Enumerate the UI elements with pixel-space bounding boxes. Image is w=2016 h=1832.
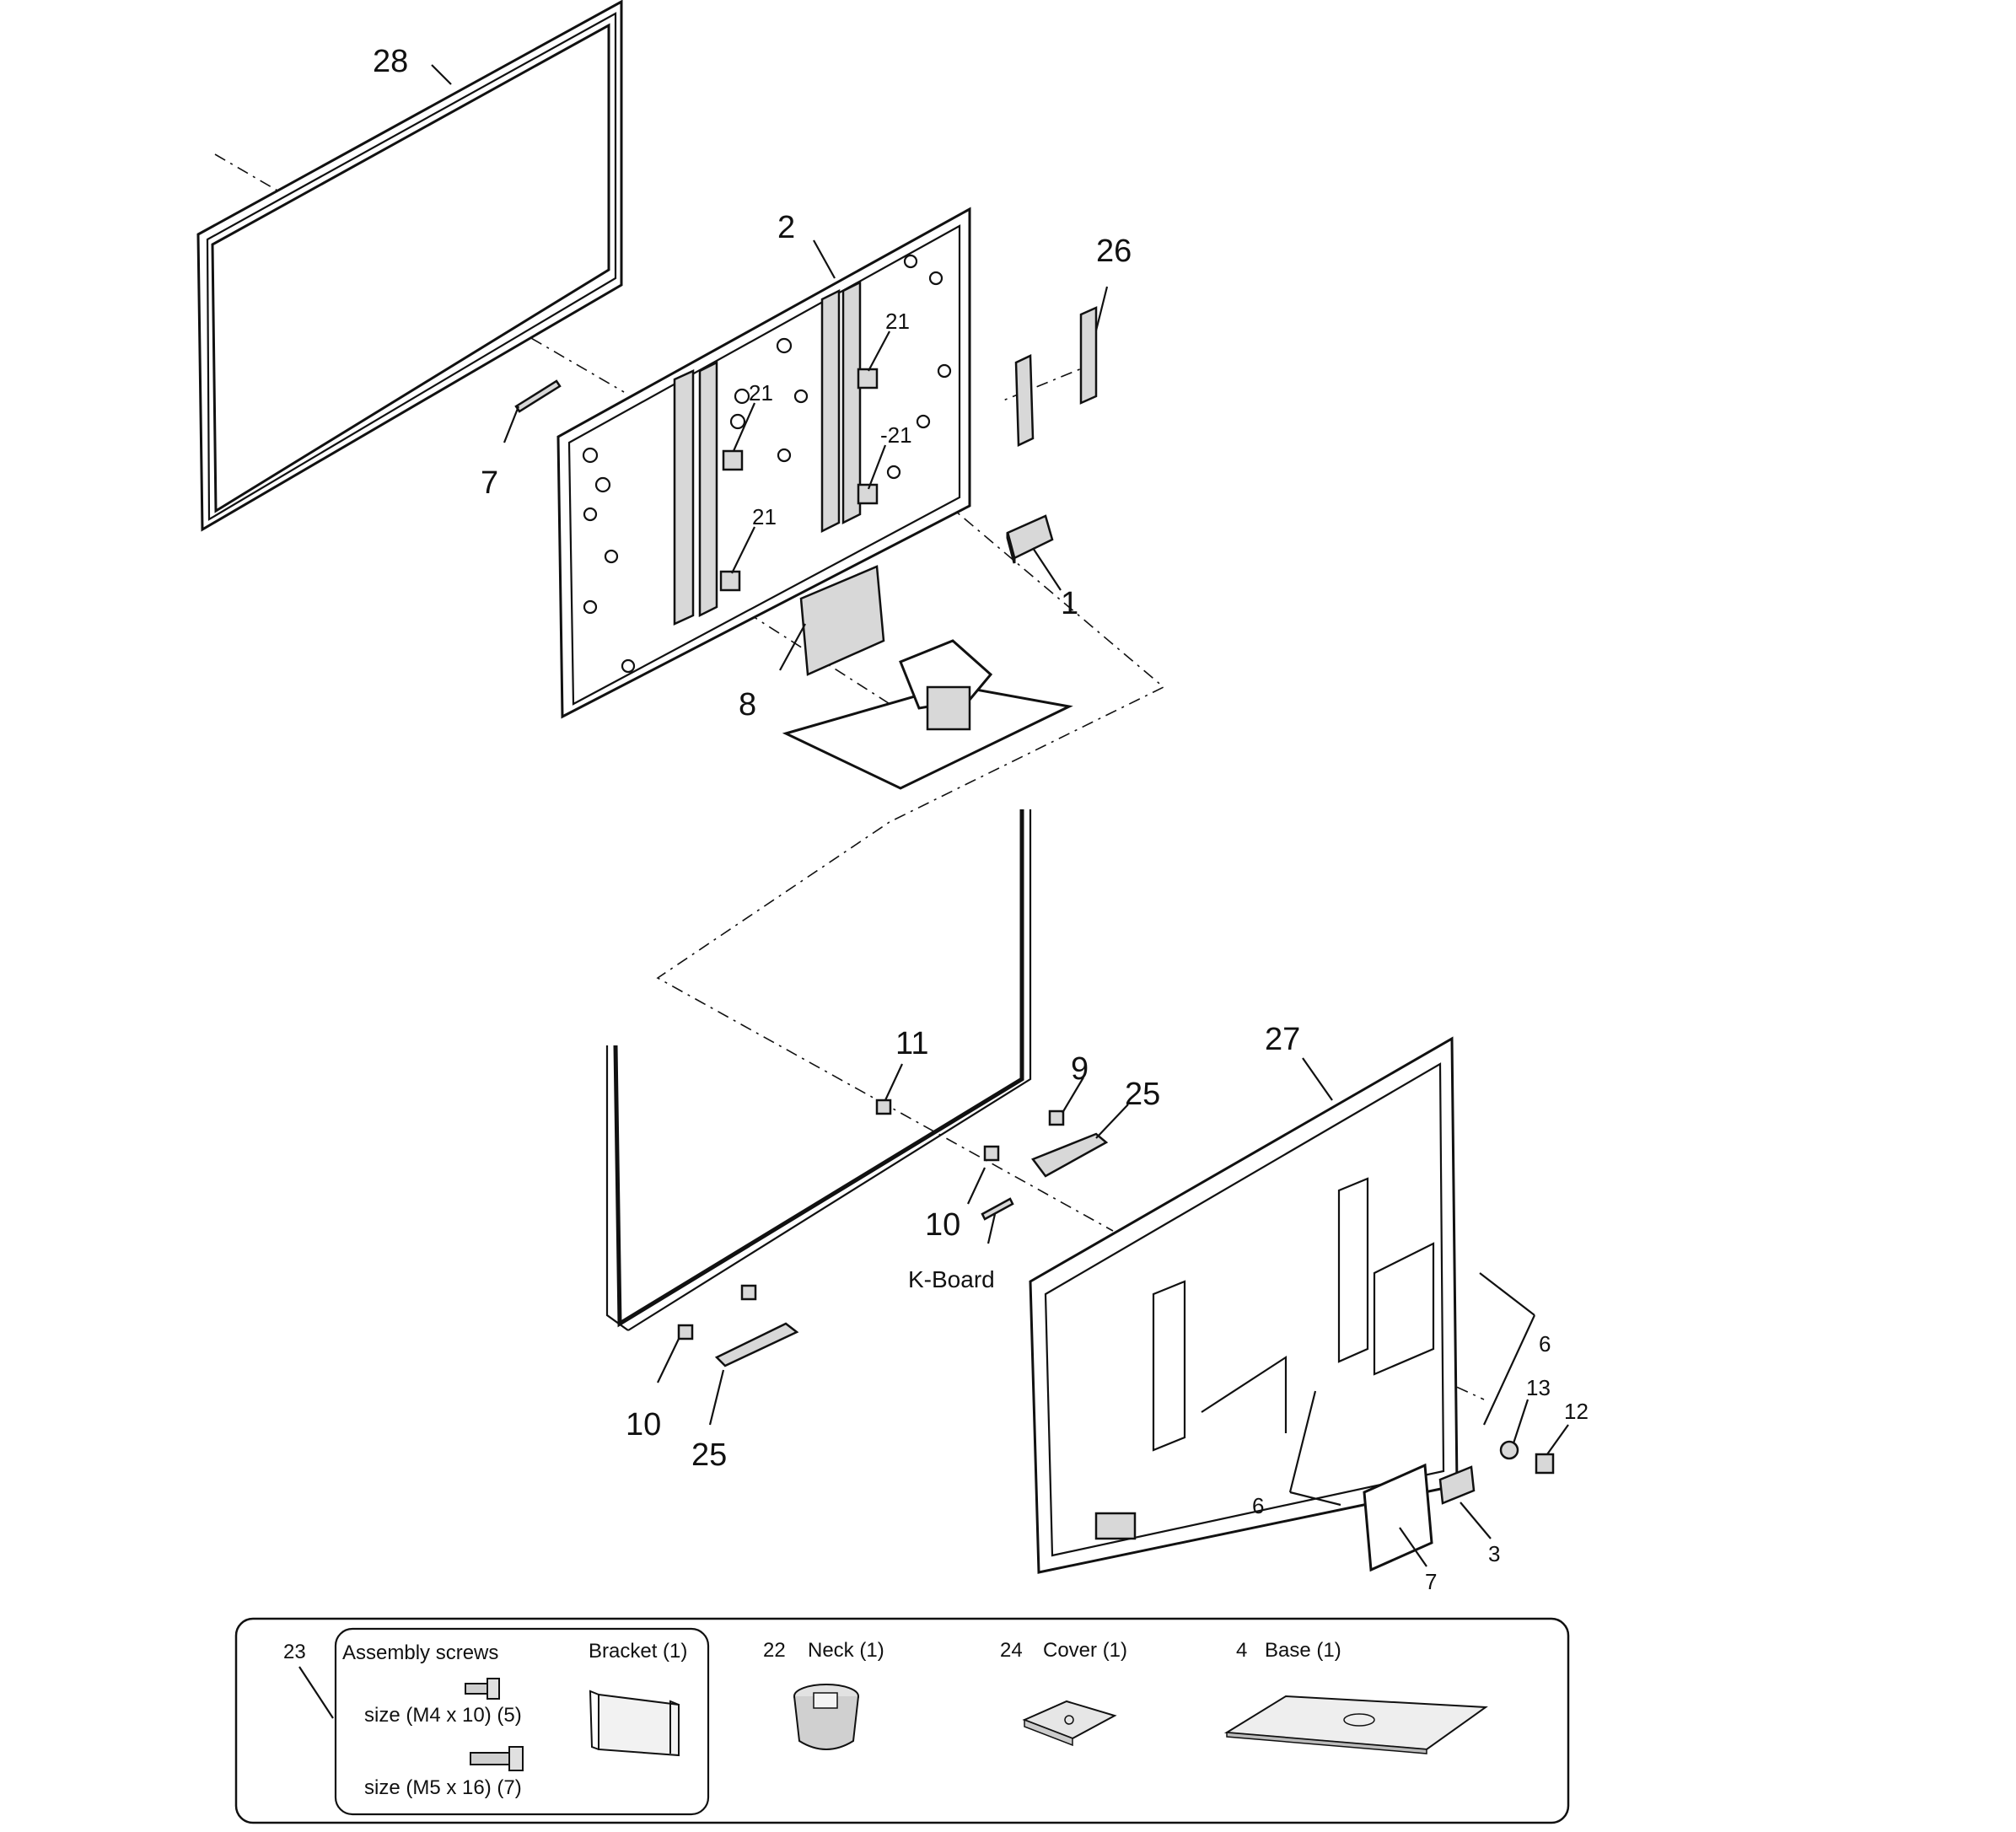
stand-assembly: [782, 639, 1073, 790]
assembly-screws-title: Assembly screws: [342, 1641, 498, 1664]
callout-12: 12: [1564, 1399, 1589, 1424]
callout-21: 21: [752, 504, 777, 529]
callout-1: 1: [1061, 586, 1078, 621]
screw-m4-icon: [465, 1678, 500, 1700]
callout-25: 25: [691, 1437, 727, 1473]
callout-21: 21: [885, 309, 910, 334]
bracket-icon: [589, 1690, 680, 1757]
callout-27: 27: [1265, 1022, 1300, 1057]
base-title: Base (1): [1265, 1639, 1341, 1662]
cover-title: Cover (1): [1043, 1639, 1127, 1662]
accessory-legend: 23 Assembly screws Bracket (1) size (M4 …: [234, 1617, 1570, 1824]
callout-28: 28: [373, 44, 408, 79]
rear-bezel-frame: [605, 809, 1109, 1367]
bracket-title: Bracket (1): [589, 1640, 687, 1663]
base-icon: [1223, 1695, 1488, 1754]
front-bezel-frame: [196, 0, 623, 532]
callout-7: 7: [481, 465, 498, 501]
neck-number: 22: [763, 1639, 786, 1662]
cover-part: [1006, 514, 1054, 564]
callout-6: 6: [1252, 1493, 1264, 1518]
callout-3: 3: [1488, 1541, 1500, 1566]
callout-8: 8: [739, 687, 756, 723]
neck-icon: [793, 1684, 859, 1750]
cover-icon: [1022, 1700, 1117, 1747]
side-bracket: [1014, 306, 1098, 447]
base-number: 4: [1236, 1639, 1247, 1662]
neck-title: Neck (1): [808, 1639, 884, 1662]
callout-21: -21: [880, 422, 912, 448]
screw-m4-label: size (M4 x 10) (5): [364, 1704, 522, 1727]
callout-10: 10: [626, 1407, 661, 1442]
callout-10: 10: [925, 1207, 960, 1243]
screw-strip: [514, 379, 562, 413]
screw-m5-label: size (M5 x 16) (7): [364, 1776, 522, 1799]
k-board-label: K-Board: [908, 1266, 995, 1292]
callout-6: 6: [1539, 1331, 1551, 1357]
callout-9: 9: [1071, 1051, 1089, 1087]
callout-2: 2: [777, 210, 795, 245]
callout-25: 25: [1125, 1077, 1160, 1112]
callout-11: 11: [895, 1026, 928, 1061]
leader-lines: [431, 64, 1569, 1567]
callout-21: 21: [749, 380, 773, 406]
callout-26: 26: [1096, 234, 1132, 269]
callout-7: 7: [1425, 1569, 1437, 1594]
callout-labels: 28 2 26 21 21 -21 21 7 1 8 11 9 25 27 10…: [373, 44, 1589, 1594]
screw-m5-icon: [470, 1746, 524, 1771]
legend-number-23: 23: [283, 1641, 306, 1663]
callout-13: 13: [1526, 1375, 1551, 1400]
rear-cover: [1029, 1036, 1555, 1574]
chassis-panel: [556, 207, 971, 719]
cover-number: 24: [1000, 1639, 1023, 1662]
